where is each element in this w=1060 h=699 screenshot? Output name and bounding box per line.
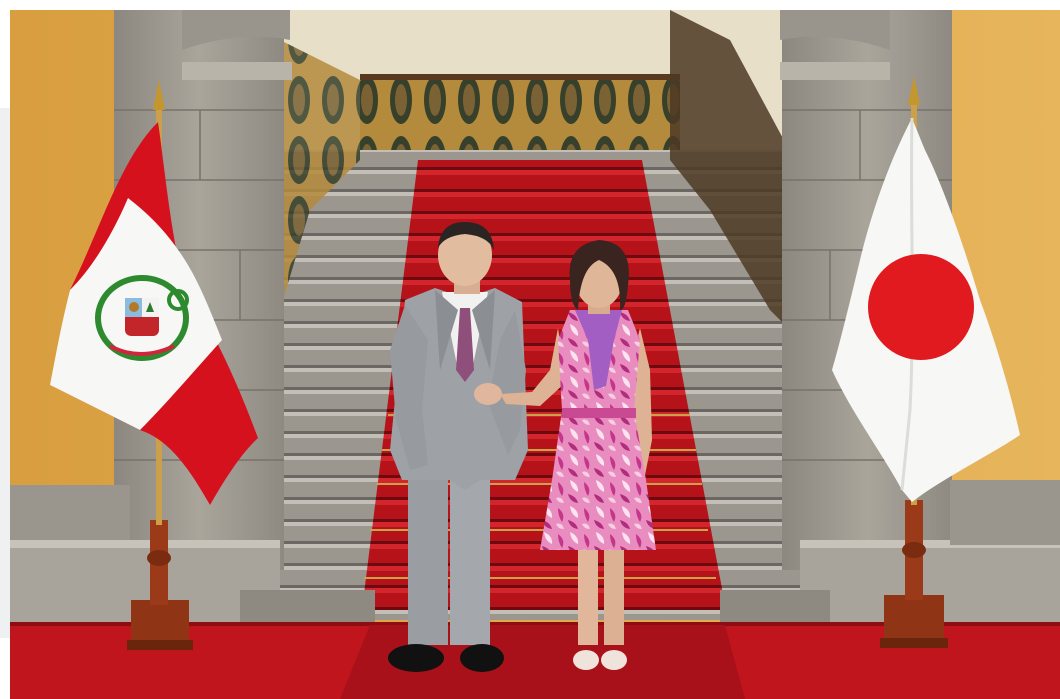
left-margin-strip <box>0 108 10 638</box>
azulejo-tiles <box>360 74 680 160</box>
hinomaru-disc-icon <box>868 254 974 360</box>
woman-in-pink-dress <box>500 240 656 670</box>
wooden-railing <box>670 10 800 340</box>
peru-coat-of-arms-icon <box>95 275 189 361</box>
japan-flag <box>832 117 1020 502</box>
photo <box>10 10 1060 699</box>
photo-canvas <box>10 10 1060 699</box>
man-in-grey-suit <box>388 222 528 672</box>
peru-flag <box>50 122 258 505</box>
